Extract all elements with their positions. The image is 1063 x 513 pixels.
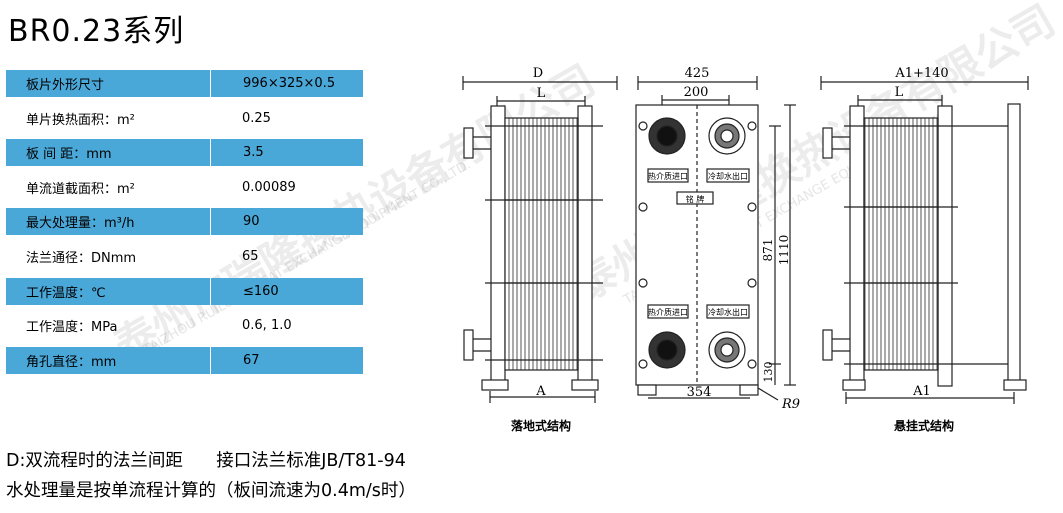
spec-row: 最大处理量：m³/h 90 (6, 208, 363, 236)
dim-label: D (533, 66, 543, 81)
port-label-cool-out: 冷却水出口 (708, 171, 748, 181)
dim-label: L (537, 86, 546, 101)
spec-value: 67 (210, 346, 363, 374)
dim-label: 425 (685, 66, 710, 81)
spec-value: 0.25 (242, 110, 271, 126)
spec-label: 板片外形尺寸 (26, 78, 105, 93)
dim-label: A1+140 (894, 66, 948, 81)
spec-row: 工作温度：MPa 0.6, 1.0 (6, 312, 363, 339)
spec-label: 单片换热面积：m² (26, 112, 135, 128)
notes: D:双流程时的法兰间距 接口法兰标准JB/T81-94 水处理量是按单流程计算的（… (6, 446, 416, 506)
spec-row: 单片换热面积：m² 0.25 (6, 105, 363, 132)
spec-row: 角孔直径：mm 67 (6, 346, 363, 374)
port-label-hot-in: 热介质进口 (648, 307, 688, 317)
middle-view (635, 76, 796, 401)
spec-row: 法兰通径：DNmm 65 (6, 243, 363, 270)
spec-value: 3.5 (210, 139, 363, 167)
view-caption: 悬挂式结构 (893, 418, 954, 433)
dim-label: 871 (761, 239, 775, 262)
technical-drawing: D L A 落地式结构 (462, 66, 1029, 433)
dim-label: 354 (687, 385, 712, 400)
dim-label: A (535, 384, 546, 399)
spec-value: ≤160 (210, 277, 363, 305)
spec-row: 板片外形尺寸 996×325×0.5 (6, 70, 363, 97)
spec-label: 最大处理量：m³/h (26, 216, 135, 232)
spec-value: 0.00089 (242, 179, 296, 195)
spec-value: 90 (210, 208, 363, 236)
spec-value: 996×325×0.5 (210, 70, 363, 97)
port-label-cool-out: 冷却水出口 (708, 307, 748, 317)
dim-label: 130 (762, 362, 775, 383)
dim-label: 200 (684, 85, 709, 100)
spec-label: 单流道截面积：m² (26, 181, 135, 197)
spec-table: 板片外形尺寸 996×325×0.5 单片换热面积：m² 0.25 板 间 距：… (6, 70, 363, 381)
left-view (462, 76, 618, 403)
spec-label: 工作温度：MPa (26, 320, 118, 336)
dim-label: L (895, 85, 904, 100)
dim-label: 1110 (777, 235, 791, 266)
nameplate-label: 铭 牌 (686, 194, 705, 204)
spec-row: 工作温度：℃ ≤160 (6, 277, 363, 305)
port-label-hot-in: 热介质进口 (648, 171, 688, 181)
view-caption: 落地式结构 (511, 418, 571, 433)
note-line: D:双流程时的法兰间距 接口法兰标准JB/T81-94 (6, 451, 406, 471)
dim-label: A1 (912, 384, 931, 399)
spec-label: 工作温度：℃ (26, 285, 106, 301)
page-title: BR0.23系列 (8, 14, 185, 49)
spec-row: 单流道截面积：m² 0.00089 (6, 174, 363, 201)
spec-label: 板 间 距：mm (26, 147, 112, 163)
dim-label: R9 (781, 397, 800, 412)
spec-value: 0.6, 1.0 (242, 318, 292, 334)
spec-value: 65 (242, 248, 259, 264)
note-line: 水处理量是按单流程计算的（板间流速为0.4m/s时） (6, 481, 416, 501)
spec-row: 板 间 距：mm 3.5 (6, 139, 363, 167)
right-view (820, 76, 1029, 404)
spec-label: 角孔直径：mm (26, 354, 117, 370)
spec-label: 法兰通径：DNmm (26, 250, 137, 266)
